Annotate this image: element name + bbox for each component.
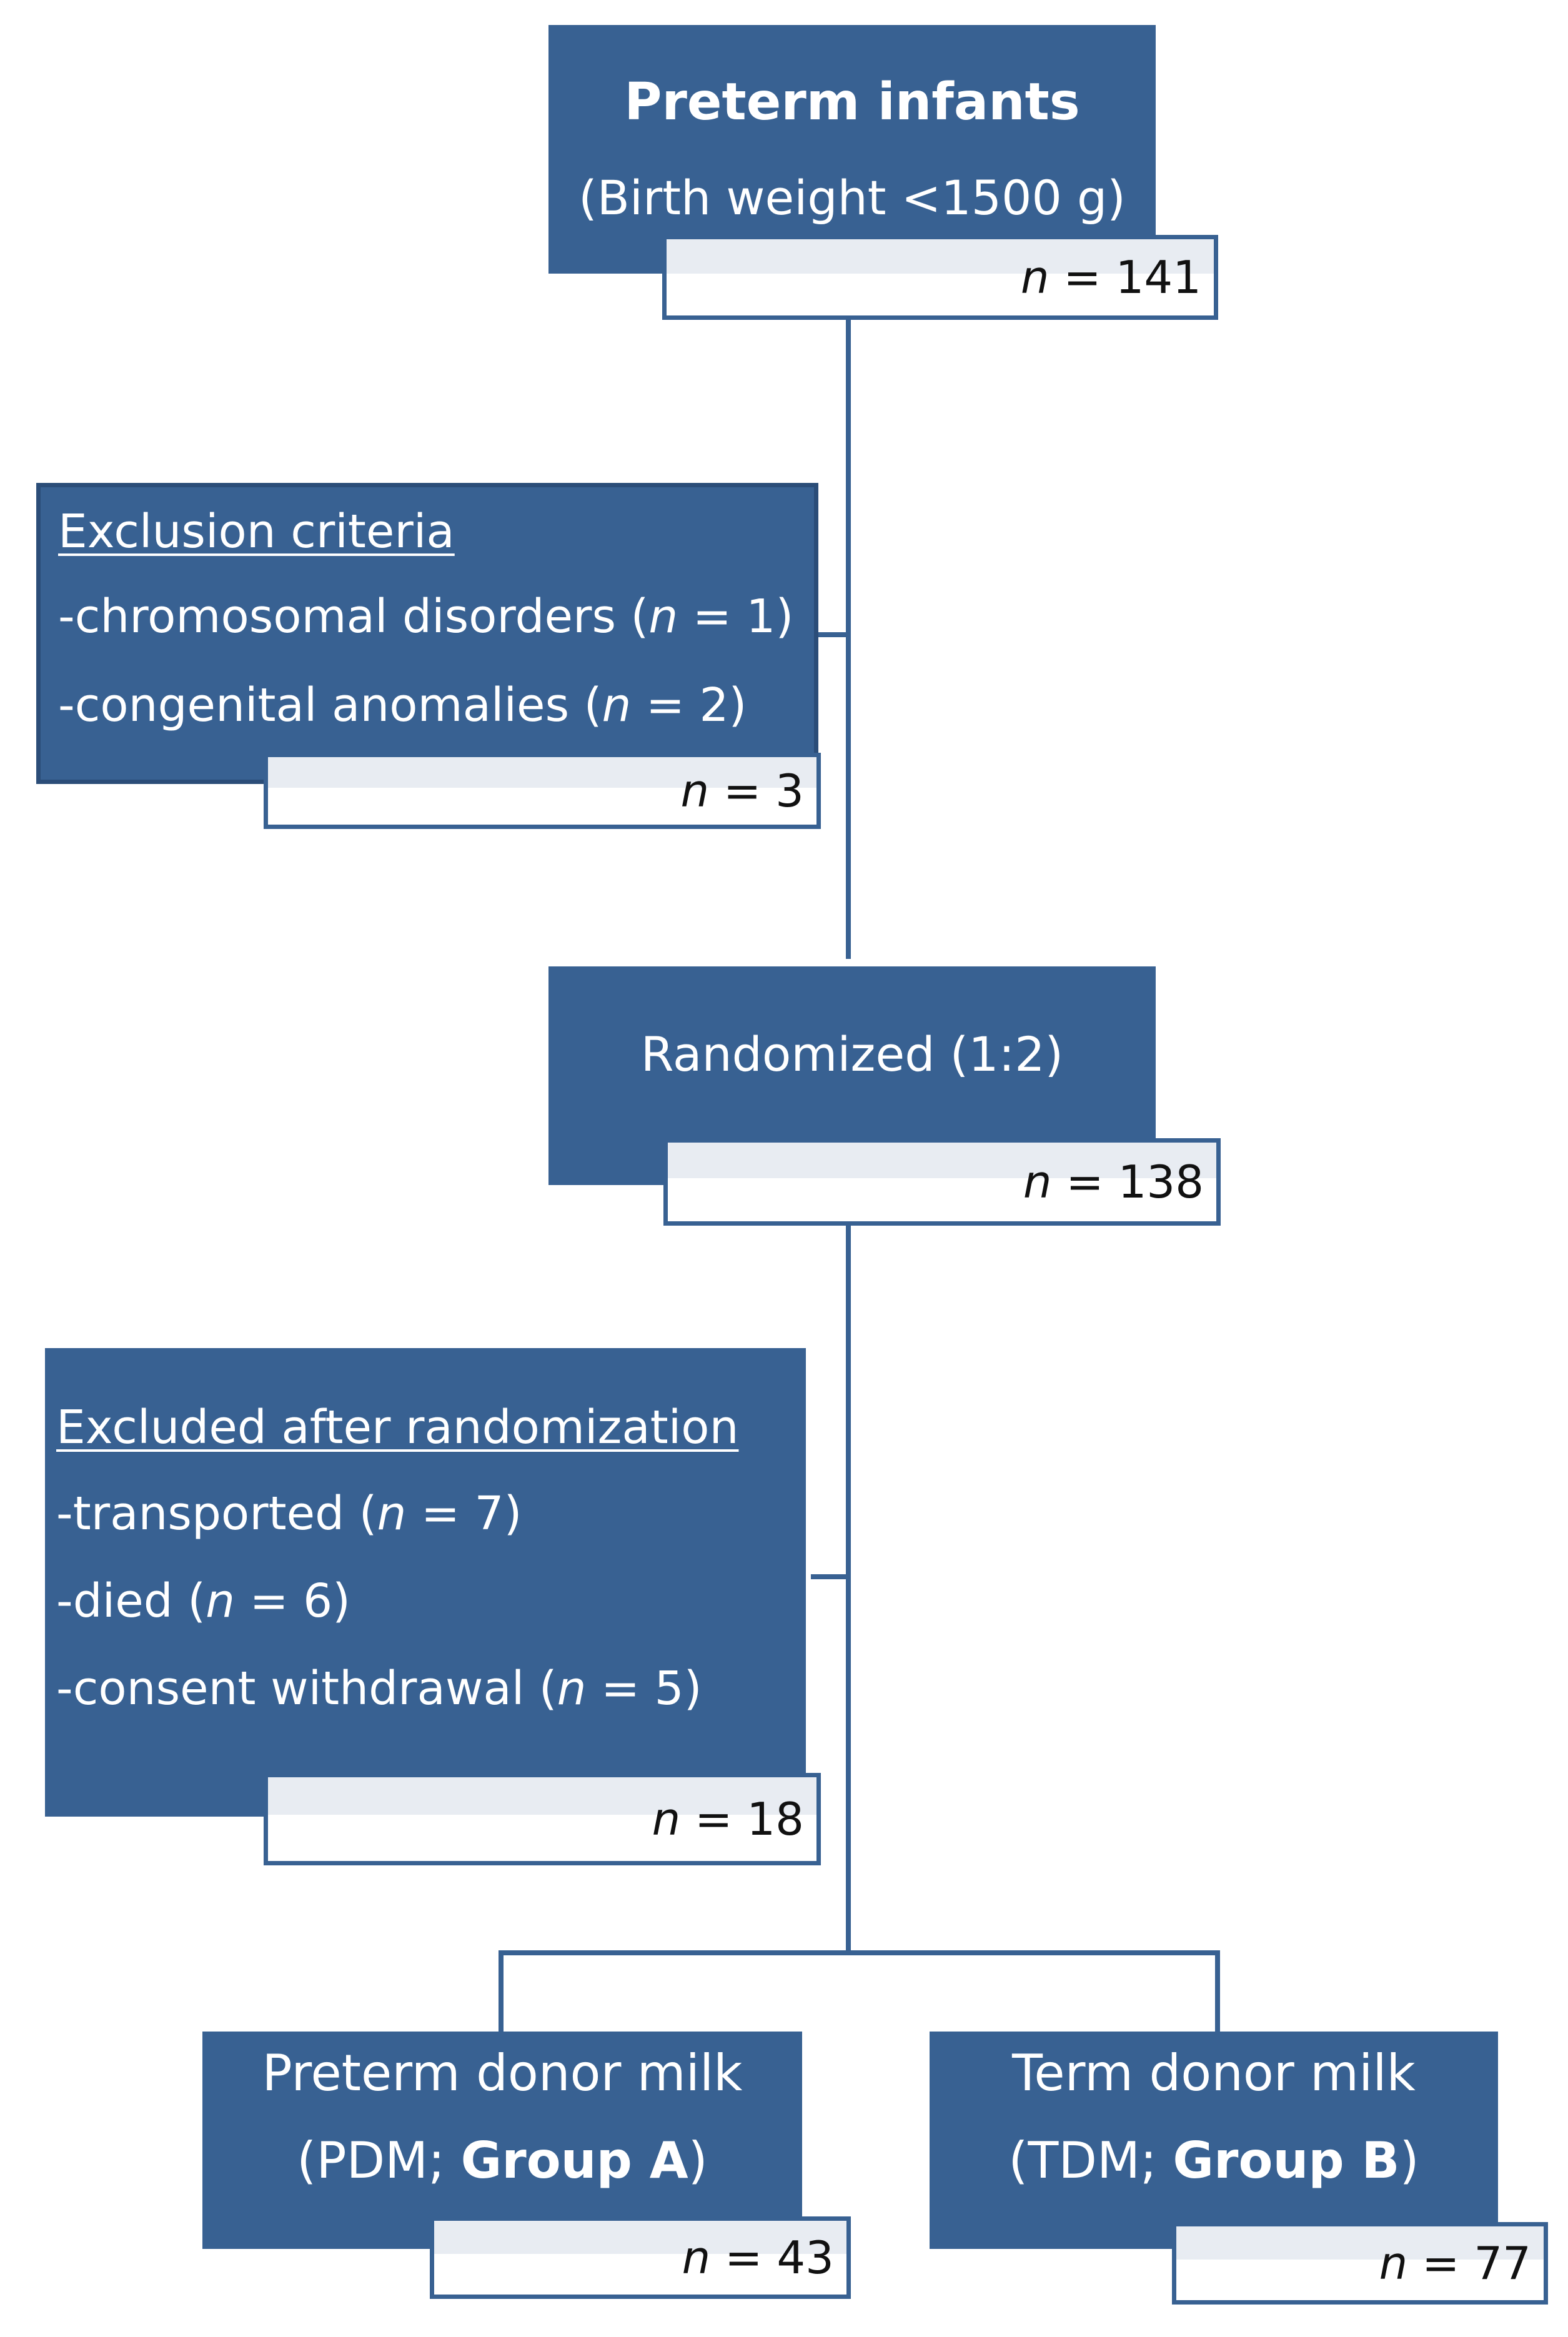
group-b-title: Term donor milk — [1012, 2044, 1416, 2102]
excluded-after-box: Excluded after randomization -transporte… — [45, 1348, 806, 1817]
excluded-after-count-box: n = 18 — [264, 1773, 821, 1865]
connector-to-group-b — [1215, 1950, 1220, 2032]
exclusion-count-box: n = 3 — [264, 753, 821, 829]
excluded-item-consent-withdrawal: -consent withdrawal (n = 5) — [56, 1662, 702, 1715]
preterm-infants-box: Preterm infants (Birth weight <1500 g) — [548, 25, 1156, 274]
preterm-infants-subtitle: (Birth weight <1500 g) — [578, 170, 1126, 226]
connector-exclusion-branch — [811, 632, 848, 637]
connector-main-bottom — [846, 1187, 851, 1955]
group-b-count-box: n = 77 — [1172, 2222, 1548, 2305]
excluded-item-died: -died (n = 6) — [56, 1574, 351, 1628]
preterm-count: n = 141 — [1020, 251, 1201, 304]
exclusion-item-congenital: -congenital anomalies (n = 2) — [58, 678, 747, 732]
group-b-subtitle: (TDM; Group B) — [1008, 2131, 1419, 2190]
connector-to-group-a — [499, 1950, 504, 2032]
group-a-title: Preterm donor milk — [262, 2044, 743, 2102]
exclusion-criteria-heading: Exclusion criteria — [58, 505, 455, 558]
group-b-box: Term donor milk (TDM; Group B) — [930, 2032, 1498, 2249]
group-a-count: n = 43 — [682, 2231, 834, 2284]
excluded-item-transported: -transported (n = 7) — [56, 1487, 522, 1541]
group-a-box: Preterm donor milk (PDM; Group A) — [202, 2032, 802, 2249]
randomized-count-box: n = 138 — [663, 1138, 1221, 1226]
exclusion-item-chromosomal: -chromosomal disorders (n = 1) — [58, 590, 794, 643]
randomized-title: Randomized (1:2) — [640, 1026, 1064, 1082]
connector-main-top — [846, 281, 851, 959]
connector-split-horizontal — [499, 1950, 1220, 1955]
group-b-count: n = 77 — [1379, 2237, 1531, 2290]
excluded-after-count: n = 18 — [652, 1793, 804, 1845]
exclusion-count: n = 3 — [680, 765, 804, 817]
randomized-count: n = 138 — [1023, 1156, 1204, 1208]
connector-excluded-branch — [811, 1574, 848, 1579]
exclusion-criteria-box: Exclusion criteria -chromosomal disorder… — [36, 483, 818, 784]
preterm-count-box: n = 141 — [662, 235, 1218, 320]
group-a-subtitle: (PDM; Group A) — [297, 2131, 708, 2190]
excluded-after-heading: Excluded after randomization — [56, 1401, 739, 1454]
group-a-count-box: n = 43 — [430, 2216, 851, 2299]
preterm-infants-title: Preterm infants — [624, 72, 1080, 132]
